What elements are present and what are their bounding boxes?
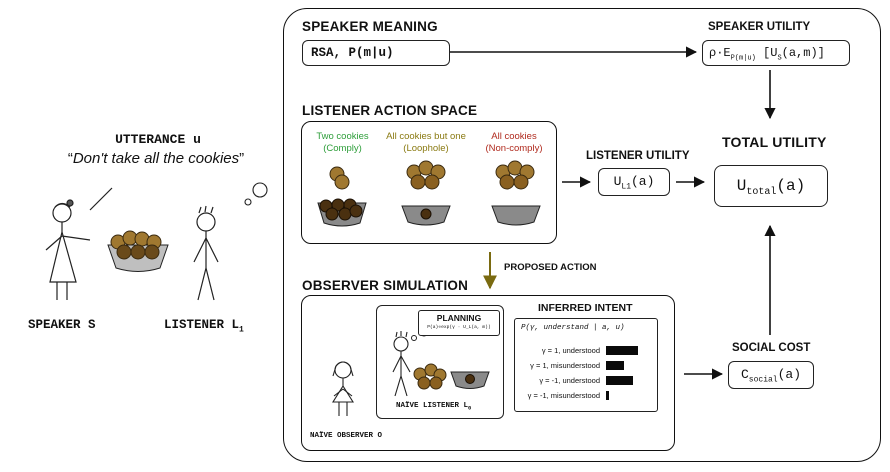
listener-label: LISTENER L	[164, 318, 240, 332]
planning-title: PLANNING	[436, 313, 482, 323]
social-cost-title: SOCIAL COST	[732, 342, 811, 354]
naive-listener-label: NAÏVE LISTENER L	[396, 402, 469, 410]
speaker-utility-formula-sub2: S	[777, 54, 782, 63]
listener-label-sub: 1	[239, 325, 244, 335]
option-comply-line2: (Comply)	[323, 143, 362, 154]
listener-label-wrap: LISTENER L1	[164, 318, 244, 335]
speaker-utility-formula-sub: P(m|u)	[730, 54, 756, 63]
cookie-bowl-left	[107, 230, 169, 272]
utterance-text: “Don't take all the cookies”	[67, 150, 245, 167]
planning-formula: P(a)∝exp(γ · U_L(a, m))	[427, 325, 491, 330]
naive-listener-sub: 0	[468, 404, 472, 412]
option-loophole: All cookies but one (Loophole)	[378, 131, 474, 155]
observer-simulation-box	[301, 295, 675, 451]
intent-row-label: γ = 1, misunderstood	[530, 361, 600, 370]
action-noncomply-graphic	[491, 160, 541, 226]
speaker-meaning-formula-box: RSA, P(m|u)	[302, 40, 450, 66]
speaker-utility-formula-mid: [U	[763, 46, 778, 60]
action-loophole-graphic	[401, 160, 451, 226]
option-comply: Two cookies (Comply)	[305, 131, 380, 155]
speaker-utility-formula-box: ρ·EP(m|u) [US(a,m)]	[702, 40, 850, 66]
action-space-box	[301, 121, 557, 244]
social-cost-formula-box: Csocial(a)	[728, 361, 814, 389]
intent-row-label: γ = 1, understood	[541, 346, 600, 355]
intent-row-bar	[606, 391, 610, 400]
action-space-title: LISTENER ACTION SPACE	[302, 103, 478, 118]
option-loophole-line1: All cookies but one	[386, 131, 466, 142]
speaker-utility-title: SPEAKER UTILITY	[708, 21, 811, 33]
listener-utility-title: LISTENER UTILITY	[586, 150, 690, 162]
thought-bubble-large	[252, 182, 268, 198]
naive-observer-label: NAÏVE OBSERVER O	[310, 432, 383, 440]
naive-cookies-graphic	[413, 363, 490, 390]
naive-listener-figure	[392, 331, 411, 397]
proposed-action-label: PROPOSED ACTION	[504, 262, 597, 273]
speaker-meaning-formula: RSA, P(m|u)	[311, 46, 394, 60]
naive-listener-label-wrap: NAÏVE LISTENER L0	[396, 402, 471, 412]
social-cost-formula-post: (a)	[777, 367, 802, 382]
naive-observer-figure	[332, 361, 354, 416]
total-utility-formula-pre: U	[736, 177, 747, 195]
speaker-utility-formula-pre: ρ·E	[709, 46, 731, 60]
inferred-intent-title: INFERRED INTENT	[538, 302, 633, 314]
inferred-intent-formula: P(γ, understand | a, u)	[521, 324, 625, 332]
listener-figure	[193, 205, 219, 301]
total-utility-title: TOTAL UTILITY	[722, 134, 827, 150]
intent-row-bar	[606, 346, 638, 355]
observer-simulation-title: OBSERVER SIMULATION	[302, 278, 469, 293]
option-noncomply-line1: All cookies	[491, 131, 537, 142]
intent-row-label: γ = -1, misunderstood	[527, 391, 600, 400]
naive-thought-small	[411, 335, 417, 341]
option-noncomply: All cookies (Non-comply)	[474, 131, 554, 155]
utterance-quote: Don't take all the cookies	[72, 150, 240, 167]
model-panel	[283, 8, 881, 462]
listener-utility-formula-box: UL1(a)	[598, 168, 670, 196]
intent-row-bar	[606, 376, 634, 385]
naive-listener-box	[376, 305, 504, 419]
option-noncomply-line2: (Non-comply)	[485, 143, 543, 154]
inferred-intent-box: P(γ, understand | a, u)	[514, 318, 658, 412]
listener-utility-formula-sub: L1	[621, 182, 631, 192]
thought-bubble-small	[244, 198, 252, 206]
speaker-utility-formula-post: (a,m)]	[781, 46, 825, 60]
listener-utility-formula-pre: U	[613, 174, 622, 189]
speaker-meaning-title: SPEAKER MEANING	[302, 19, 438, 34]
total-utility-formula-post: (a)	[776, 177, 806, 195]
total-utility-formula-box: Utotal(a)	[714, 165, 828, 207]
total-utility-formula-sub: total	[746, 187, 777, 199]
speaker-label: SPEAKER S	[28, 318, 96, 332]
intent-row-label: γ = -1, understood	[539, 376, 600, 385]
listener-utility-formula-post: (a)	[631, 174, 655, 189]
planning-box: PLANNING P(a)∝exp(γ · U_L(a, m))	[418, 310, 500, 336]
option-comply-line1: Two cookies	[316, 131, 369, 142]
social-cost-formula-sub: social	[748, 375, 778, 385]
utterance-label: UTTERANCE u	[115, 132, 201, 147]
social-cost-formula-pre: C	[740, 367, 749, 382]
option-loophole-line2: (Loophole)	[403, 143, 449, 154]
action-comply-graphic	[317, 166, 367, 227]
speech-line	[89, 187, 113, 211]
speaker-figure	[45, 199, 91, 300]
intent-row-bar	[606, 361, 624, 370]
